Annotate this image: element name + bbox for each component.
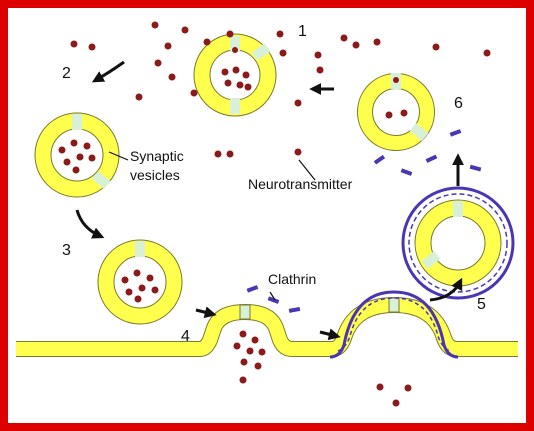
cycle-arrows: [75, 60, 464, 341]
neurotransmitter-label: Neurotransmitter: [248, 176, 353, 192]
step-label-6: 6: [454, 95, 463, 112]
neurotransmitter-dots: [58, 21, 491, 407]
leader-lines: [108, 151, 316, 301]
clathrin-label: Clathrin: [268, 271, 316, 287]
step-label-5: 5: [477, 296, 486, 313]
synaptic-vesicles-label-line1: Synaptic: [130, 148, 184, 164]
arrow-2-to-3: [75, 209, 105, 239]
step-label-4: 4: [181, 328, 190, 345]
arrow-1-to-2: [91, 60, 125, 83]
vesicle-step-1: [193, 33, 277, 117]
vesicle-step-3: [97, 239, 183, 325]
clathrin-fragments: [246, 129, 482, 313]
arrow-3-to-4: [195, 306, 217, 319]
synaptic-vesicles-label-line2: vesicles: [130, 167, 180, 183]
step-label-1: 1: [298, 23, 307, 40]
vesicle-step-6: [357, 73, 435, 151]
step-label-3: 3: [62, 242, 71, 259]
arrow-5-to-6: [429, 277, 463, 302]
arrow-4-to-5: [319, 328, 341, 341]
vesicle-step-2: [34, 112, 120, 198]
presynaptic-membrane: [16, 290, 518, 359]
vesicle-step-5: [401, 186, 515, 300]
step-label-2: 2: [62, 65, 71, 82]
